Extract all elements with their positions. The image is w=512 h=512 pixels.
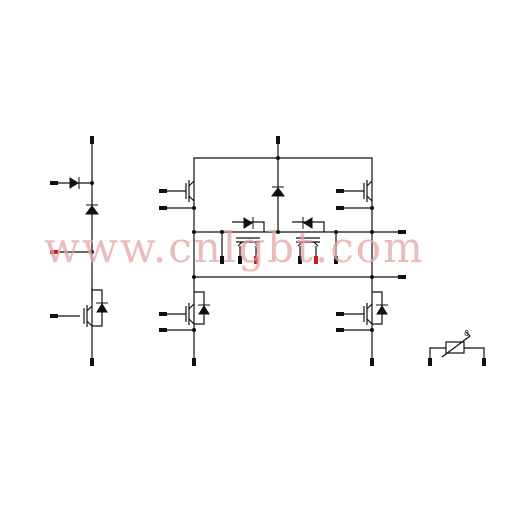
diode-center-right <box>303 217 313 229</box>
center-left-switch <box>236 237 260 247</box>
igbt-right-lower <box>363 303 373 325</box>
igbt-symbols <box>83 180 373 327</box>
diode-symbols <box>69 177 388 315</box>
diode-center-left <box>243 217 253 229</box>
ntc-thermistor <box>441 331 471 358</box>
diode-left-series <box>85 205 99 215</box>
ntc-wire <box>429 347 446 360</box>
igbt-left-lower <box>185 303 195 325</box>
diode-left-lower-fwd <box>198 305 210 315</box>
center-switch-symbols <box>236 237 320 247</box>
ntc-wire-right <box>464 347 485 360</box>
igbt-right-upper <box>363 180 373 202</box>
center-left-switch-body <box>232 221 265 232</box>
center-right-switch <box>296 237 320 247</box>
igbt-left-leg <box>83 305 93 327</box>
ntc-symbol-mark: ϑ <box>464 329 469 338</box>
wires <box>56 142 485 360</box>
diode-center-top <box>271 187 285 197</box>
junction-dots <box>90 156 374 332</box>
igbt-left-upper <box>185 180 195 202</box>
diode-left-fwd <box>96 303 108 313</box>
top-rail <box>193 157 373 182</box>
diode-left-input <box>69 177 79 189</box>
terminal-pins <box>50 136 486 366</box>
diode-right-lower-fwd <box>376 305 388 315</box>
